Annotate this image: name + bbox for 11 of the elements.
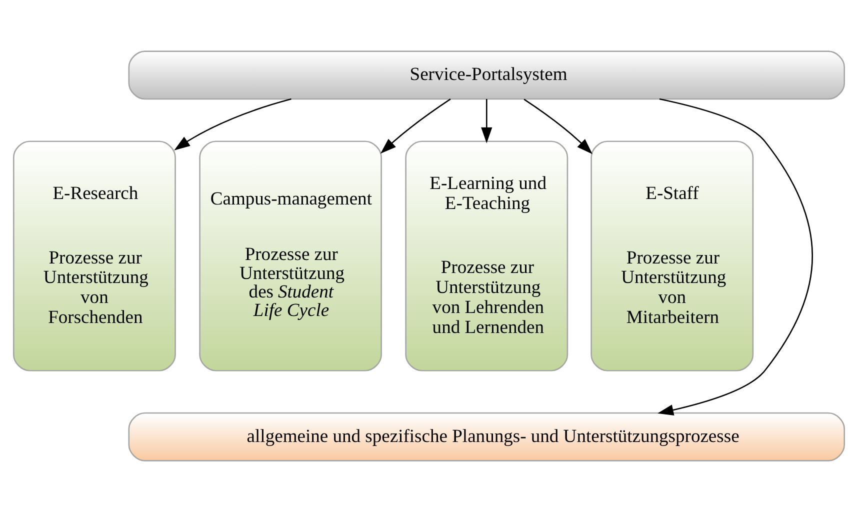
arrow [524,98,592,154]
arrow [174,98,292,150]
arrow [481,98,492,143]
node-box: Campus-management Prozesse zur Unterstützung des Student Life Cycle [199,140,382,371]
arrow [380,98,451,154]
node-box: E-Research Prozesse zur Unterstützung von Forschenden [12,140,176,371]
node-box: allgemeine und spezifische Planungs- und Unterstützungsprozesse [128,412,846,461]
node-box: Service-Portalsystem [128,50,846,100]
node-box: E-Staff Prozesse zur Unterstützung von Mitarbeitern [590,140,754,371]
node-box: E-Learning und E-Teaching Prozesse zur Unterstützung von Lehrenden und Lernenden [405,140,568,371]
arrow [658,98,813,415]
